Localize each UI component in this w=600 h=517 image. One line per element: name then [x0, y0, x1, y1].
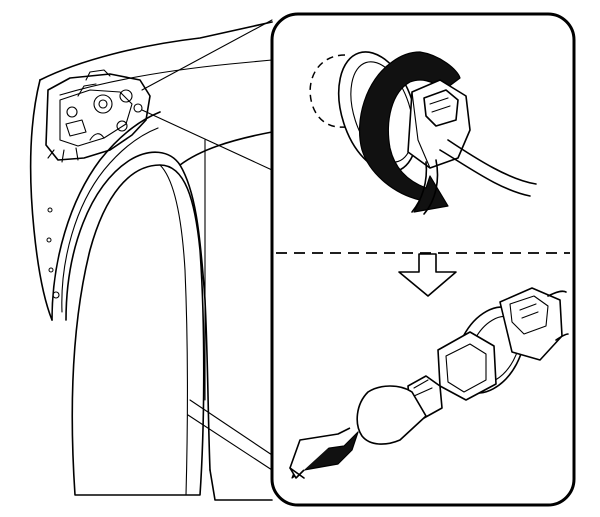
- hood-outline: [39, 21, 273, 81]
- fender-liner: [61, 127, 159, 313]
- liner-fastener: [52, 291, 60, 299]
- liner-fastener: [48, 267, 54, 273]
- fender-top-line: [59, 59, 273, 96]
- body-outer-edge: [29, 79, 53, 321]
- sill-line-2: [187, 414, 273, 471]
- sill-line: [189, 399, 273, 456]
- down-arrow-icon: [398, 253, 457, 297]
- socket-flange-inner: [350, 61, 414, 163]
- callout-leader-lower: [141, 109, 273, 171]
- step1-rotate-socket: [309, 51, 537, 215]
- wire-harness: [439, 149, 531, 197]
- step2-remove-bulb: [289, 287, 569, 479]
- connector-latch: [423, 89, 459, 127]
- tire: [71, 164, 205, 496]
- liner-fastener: [47, 207, 53, 213]
- door-line: [209, 469, 273, 501]
- fender-arch-outer: [51, 111, 161, 321]
- body-panel-line: [179, 131, 273, 166]
- bulb-glass: [356, 385, 427, 445]
- tire-tread-line: [159, 164, 188, 496]
- car-front-corner: [29, 19, 273, 501]
- liner-fastener: [46, 237, 52, 243]
- headlamp-rear-housing: [45, 69, 151, 163]
- wheel-arch-lip: [65, 151, 211, 471]
- callout-leader-upper: [141, 19, 273, 91]
